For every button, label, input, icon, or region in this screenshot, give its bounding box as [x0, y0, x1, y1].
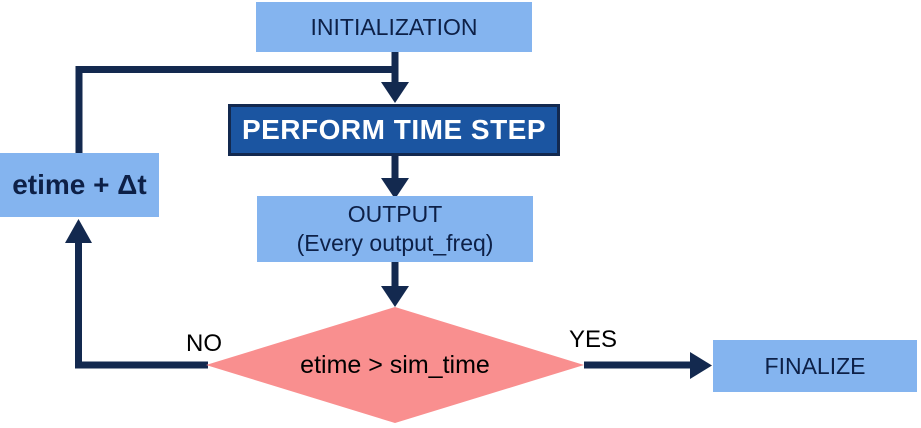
node-decision-label: etime > sim_time [300, 350, 490, 379]
node-finalize-label: FINALIZE [764, 352, 866, 379]
edge-decision-no-to-increment [75, 241, 208, 369]
node-initialization-label: INITIALIZATION [310, 13, 478, 40]
node-output-label: OUTPUT [347, 201, 443, 227]
edge-increment-to-perform [75, 66, 397, 153]
node-output: OUTPUT (Every output_freq) [257, 196, 533, 262]
branch-label-no: NO [186, 330, 222, 357]
arrowhead-down-decision-icon [381, 286, 409, 307]
node-output-sublabel: (Every output_freq) [296, 230, 494, 256]
node-increment-etime: etime + Δt [0, 153, 159, 217]
arrowhead-right-finalize-icon [690, 352, 712, 379]
arrowhead-up-increment-icon [65, 219, 92, 243]
arrowhead-down-perform-icon [381, 82, 409, 103]
node-increment-label: etime + Δt [12, 169, 147, 200]
branch-label-yes: YES [568, 326, 618, 353]
node-perform-time-step: PERFORM TIME STEP [228, 104, 560, 156]
node-initialization: INITIALIZATION [256, 2, 532, 52]
arrowhead-down-output-icon [381, 178, 409, 199]
node-finalize: FINALIZE [713, 340, 917, 392]
node-perform-time-step-label: PERFORM TIME STEP [241, 114, 547, 145]
